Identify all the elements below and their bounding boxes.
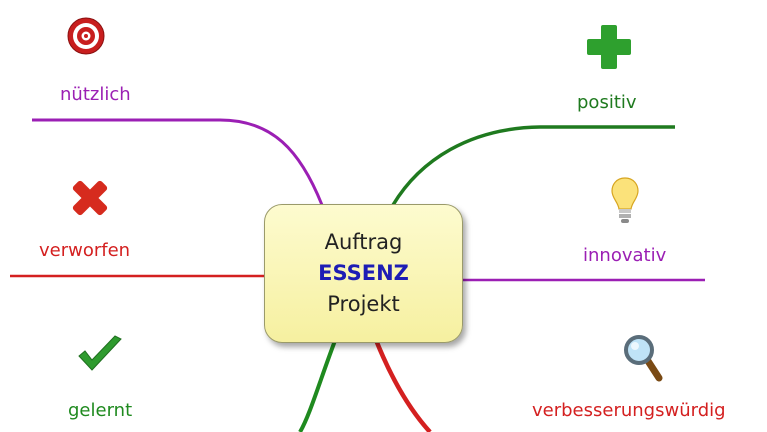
branch-label-nuetzlich: nützlich [60,84,131,105]
plus-icon [587,25,631,69]
branch-label-verworfen: verworfen [39,240,131,261]
branch-line-verbesserungswuerdig [373,339,432,432]
target-icon [67,17,105,55]
branch-line-gelernt [298,337,338,432]
central-topic-line-2: ESSENZ [318,261,409,285]
central-topic-line-3: Projekt [327,292,400,316]
cross-icon [72,180,108,216]
branch-line-positiv [391,125,675,206]
central-topic-line-1: Auftrag [324,230,403,254]
central-topic[interactable]: Auftrag ESSENZ Projekt [264,204,463,343]
lightbulb-icon [611,177,639,223]
branch-line-nuetzlich [32,118,324,206]
branch-label-innovativ: innovativ [583,245,667,266]
branch-label-gelernt: gelernt [68,400,133,421]
branch-label-positiv: positiv [577,92,637,113]
branch-label-verbesserungswuerdig: verbesserungswürdig [532,400,726,421]
checkmark-icon [78,335,122,371]
magnifier-icon [624,335,663,382]
